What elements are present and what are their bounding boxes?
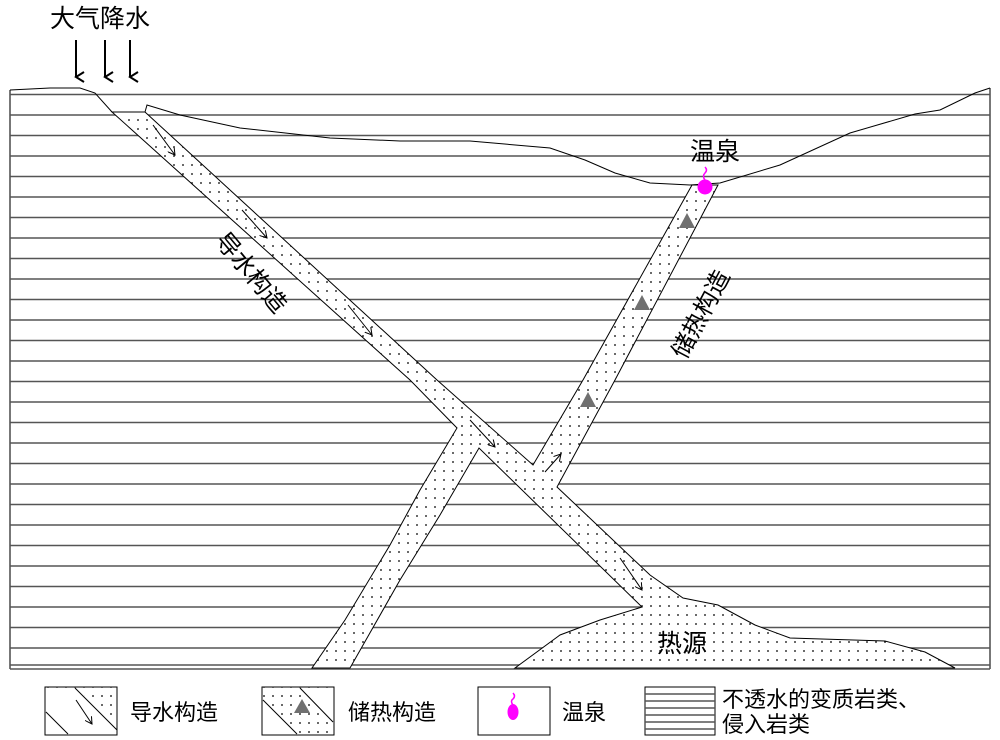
legend-impermeable-rock: 不透水的变质岩类、 侵入岩类 [644, 686, 920, 738]
precipitation-label: 大气降水 [50, 4, 150, 33]
conduit-and-storage-structures [110, 111, 956, 669]
legend-label: 温泉 [562, 701, 606, 726]
hot-spring-icon [697, 166, 713, 195]
ground-surface [9, 87, 991, 186]
hot-spring-label: 温泉 [690, 137, 740, 166]
legend-storage: 储热构造 [261, 686, 436, 736]
hot-spring-icon [507, 692, 519, 720]
triangle-icon [679, 213, 695, 228]
legend: 导水构造 储热构造 温泉 不透水的变质岩类、 [44, 686, 920, 738]
legend-label-line2: 侵入岩类 [722, 713, 810, 738]
legend-hot-spring: 温泉 [477, 686, 606, 736]
legend-label-line1: 不透水的变质岩类、 [722, 688, 920, 713]
flow-arrow-icon [241, 209, 267, 238]
flow-arrow-icon [619, 557, 642, 590]
flow-arrow-icon [152, 124, 175, 155]
flow-arrow-icon [469, 419, 495, 447]
triangle-icon [580, 392, 596, 407]
precipitation-arrows [74, 40, 139, 83]
flow-arrow-icon [544, 454, 561, 473]
impermeable-strata [10, 93, 990, 649]
triangle-icon [634, 295, 650, 310]
flow-arrows [152, 124, 642, 590]
heat-source-label: 热源 [657, 629, 707, 658]
impermeable-rock-icon [644, 686, 716, 736]
storage-label: 储热构造 [666, 265, 736, 363]
legend-conduit: 导水构造 [44, 686, 218, 736]
flow-arrow-icon [347, 304, 372, 335]
heat-storage-markers [580, 213, 695, 407]
legend-label: 导水构造 [130, 701, 218, 726]
legend-label: 储热构造 [348, 701, 436, 726]
